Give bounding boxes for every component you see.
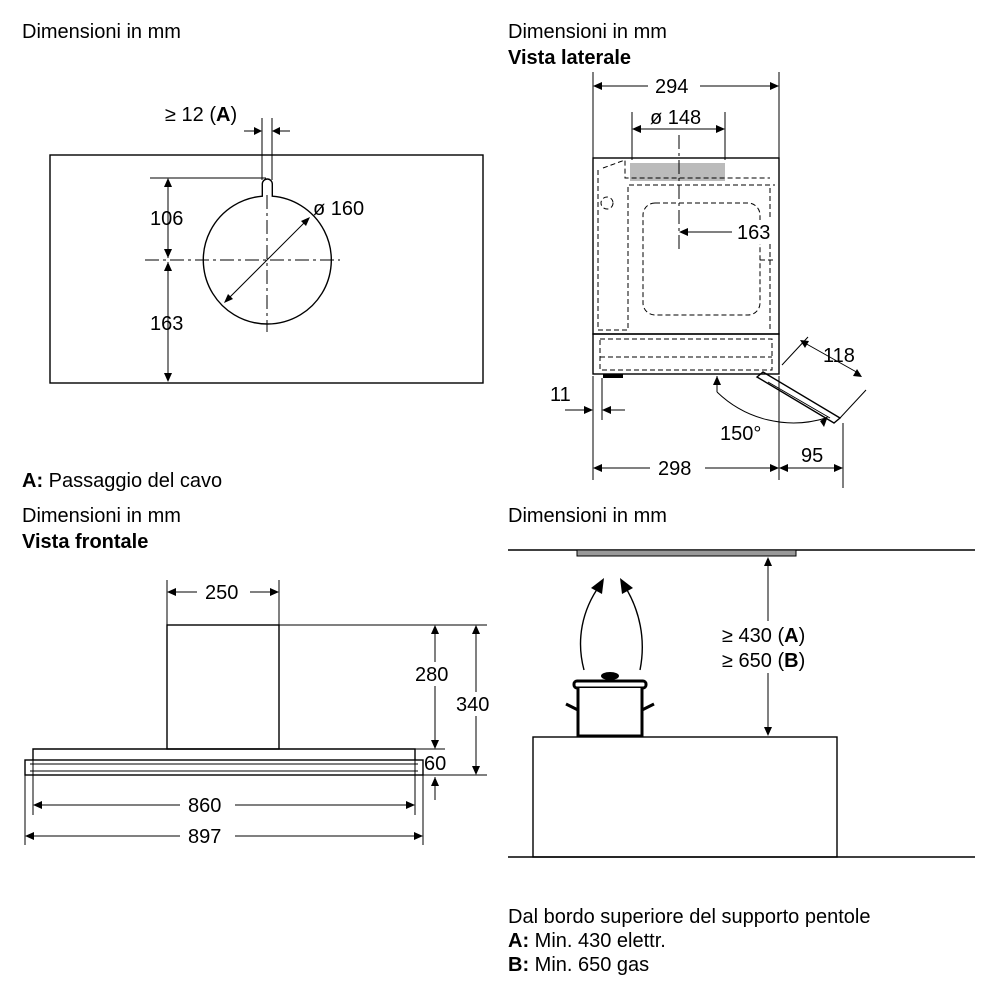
legend-cable: A: Passaggio del cavo <box>22 470 222 492</box>
note-title: Dal bordo superiore del supporto pentole <box>508 906 870 928</box>
note-b: B: Min. 650 gas <box>508 954 649 976</box>
duct-opening-keyhole <box>202 178 332 325</box>
dim-106-label: 106 <box>150 208 183 230</box>
dim-280-label: 280 <box>415 664 448 686</box>
lower-filter-box <box>592 333 780 375</box>
glass-panel-open <box>755 371 842 424</box>
top-view-panel: Dimensioni in mm ≥ 12 (A) ø 160 106 163 … <box>22 21 484 492</box>
diameter-line <box>225 218 309 302</box>
dim-860-label: 860 <box>188 795 221 817</box>
dim-60-label: 60 <box>424 753 446 775</box>
steam-arrow-left <box>579 584 601 671</box>
cable-gap-arrow-left <box>254 127 262 135</box>
cable-gap-label: ≥ 12 (A) <box>165 104 237 126</box>
hood-canopy-front <box>32 748 416 760</box>
note-a: A: Min. 430 elettr. <box>508 930 666 952</box>
install-heading: Dimensioni in mm <box>508 505 667 527</box>
dim-163-side-label: 163 <box>737 222 770 244</box>
top-view-heading: Dimensioni in mm <box>22 21 181 43</box>
dim-118-label: 118 <box>823 345 855 367</box>
hood-lower-edge <box>24 759 424 776</box>
hood-body-side <box>592 157 780 335</box>
hood-bottom-plate <box>576 549 797 557</box>
front-view-heading: Dimensioni in mm <box>22 505 181 527</box>
side-view-subheading: Vista laterale <box>508 47 631 69</box>
front-view-subheading: Vista frontale <box>22 531 148 553</box>
dim-11-label: 11 <box>550 384 571 406</box>
chimney-front <box>166 624 280 750</box>
dim-340-label: 340 <box>456 694 489 716</box>
duct-connector-grey <box>630 163 725 181</box>
angle-arc <box>716 391 827 424</box>
height-b-label: ≥ 650 (B) <box>722 650 805 672</box>
cable-gap-arrow-right <box>272 127 280 135</box>
side-view-heading: Dimensioni in mm <box>508 21 667 43</box>
front-view-panel: Dimensioni in mm Vista frontale 250 280 <box>22 505 498 848</box>
diameter-148-label: ø 148 <box>650 107 701 129</box>
steam-arrow-right <box>623 584 643 671</box>
cooktop-base <box>532 736 838 858</box>
dim-163-label: 163 <box>150 313 183 335</box>
motor-housing-dashed <box>642 202 761 316</box>
dim-95-label: 95 <box>801 445 823 467</box>
dim-294-label: 294 <box>655 76 688 98</box>
side-view-panel: Dimensioni in mm Vista laterale 294 ø 14… <box>508 21 867 488</box>
dim-298-label: 298 <box>658 458 691 480</box>
height-a-label: ≥ 430 (A) <box>722 625 805 647</box>
cooking-pot-icon <box>565 672 655 738</box>
dim-897-label: 897 <box>188 826 221 848</box>
installation-height-panel: Dimensioni in mm ≥ 430 (A) ≥ 650 (B) Dal… <box>508 505 975 976</box>
angle-150-label: 150° <box>720 423 761 445</box>
diameter-160-label: ø 160 <box>313 198 364 220</box>
dim-250-label: 250 <box>205 582 238 604</box>
ceiling-plate-outline <box>49 154 484 384</box>
